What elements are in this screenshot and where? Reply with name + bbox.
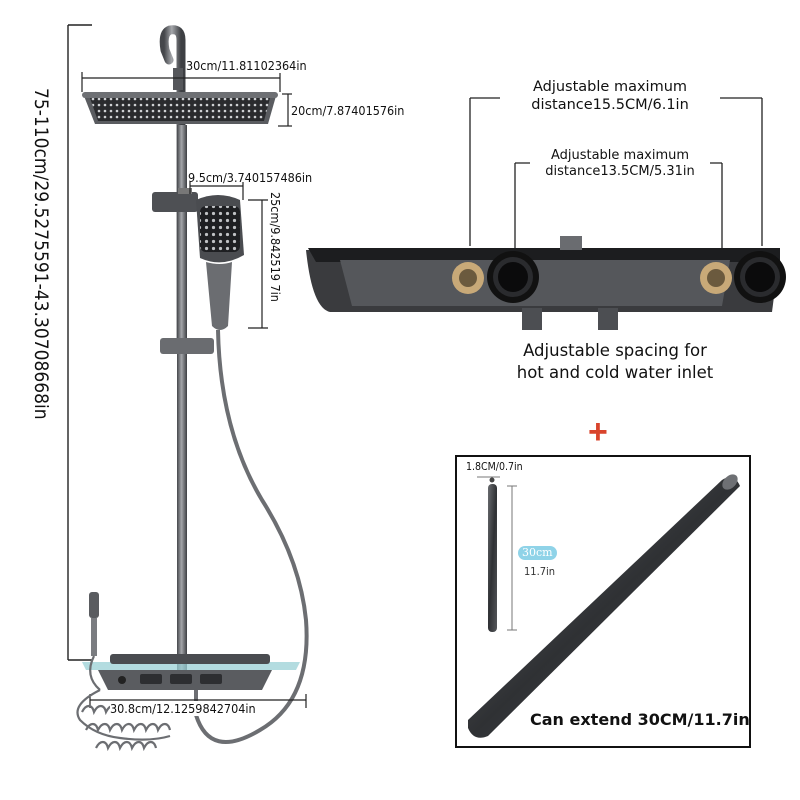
inner-distance-line2: distance13.5CM/5.31in (545, 164, 695, 179)
handheld-width-label: 9.5cm/3.740157486in (188, 170, 313, 185)
extension-dimension-lines (477, 476, 517, 631)
extension-rod-large (468, 474, 740, 738)
inner-distance-callout: Adjustable maximum distance13.5CM/5.31in (530, 148, 710, 180)
plus-icon: + (588, 413, 608, 451)
inlet-caption-line1: Adjustable spacing for (523, 341, 707, 360)
riser-pipe (177, 125, 187, 670)
handheld-shower (196, 195, 244, 330)
inner-distance-line1: Adjustable maximum (550, 148, 690, 163)
outer-distance-line1: Adjustable maximum (532, 79, 688, 95)
thermostatic-shelf (82, 654, 300, 690)
extension-panel (455, 455, 751, 748)
shower-hose (194, 329, 309, 744)
extension-length-badge: 30cm (518, 546, 557, 560)
total-height-bracket (67, 24, 92, 661)
shelf-width-label: 30.8cm/12.1259842704in (110, 701, 256, 716)
extension-rod-small (488, 484, 497, 632)
extension-caption: Can extend 30CM/11.7in (530, 710, 750, 729)
extension-length-in-label: 11.7in (524, 565, 556, 578)
inlet-caption-line2: hot and cold water inlet (516, 363, 714, 382)
head-depth-label: 20cm/7.87401576in (291, 103, 405, 118)
inlet-spacing-caption: Adjustable spacing for hot and cold wate… (470, 340, 760, 384)
outer-distance-line2: distance15.5CM/6.1in (531, 97, 689, 113)
rain-shower-head (82, 92, 278, 124)
extension-diameter-label: 1.8CM/0.7in (466, 461, 523, 473)
head-width-bracket (81, 72, 292, 127)
handheld-width-bracket (189, 182, 268, 329)
handheld-holder (152, 188, 214, 354)
handheld-length-label: 25cm/9.842519 7in (268, 192, 283, 302)
outer-distance-callout: Adjustable maximum distance15.5CM/6.1in (500, 78, 720, 114)
total-height-label: 75-110cm/29.5275591-43.30708668in (30, 88, 52, 420)
bidet-sprayer (89, 592, 99, 656)
shower-arm (159, 25, 186, 355)
head-width-label: 30cm/11.81102364in (186, 58, 307, 73)
valve-body (306, 236, 786, 330)
